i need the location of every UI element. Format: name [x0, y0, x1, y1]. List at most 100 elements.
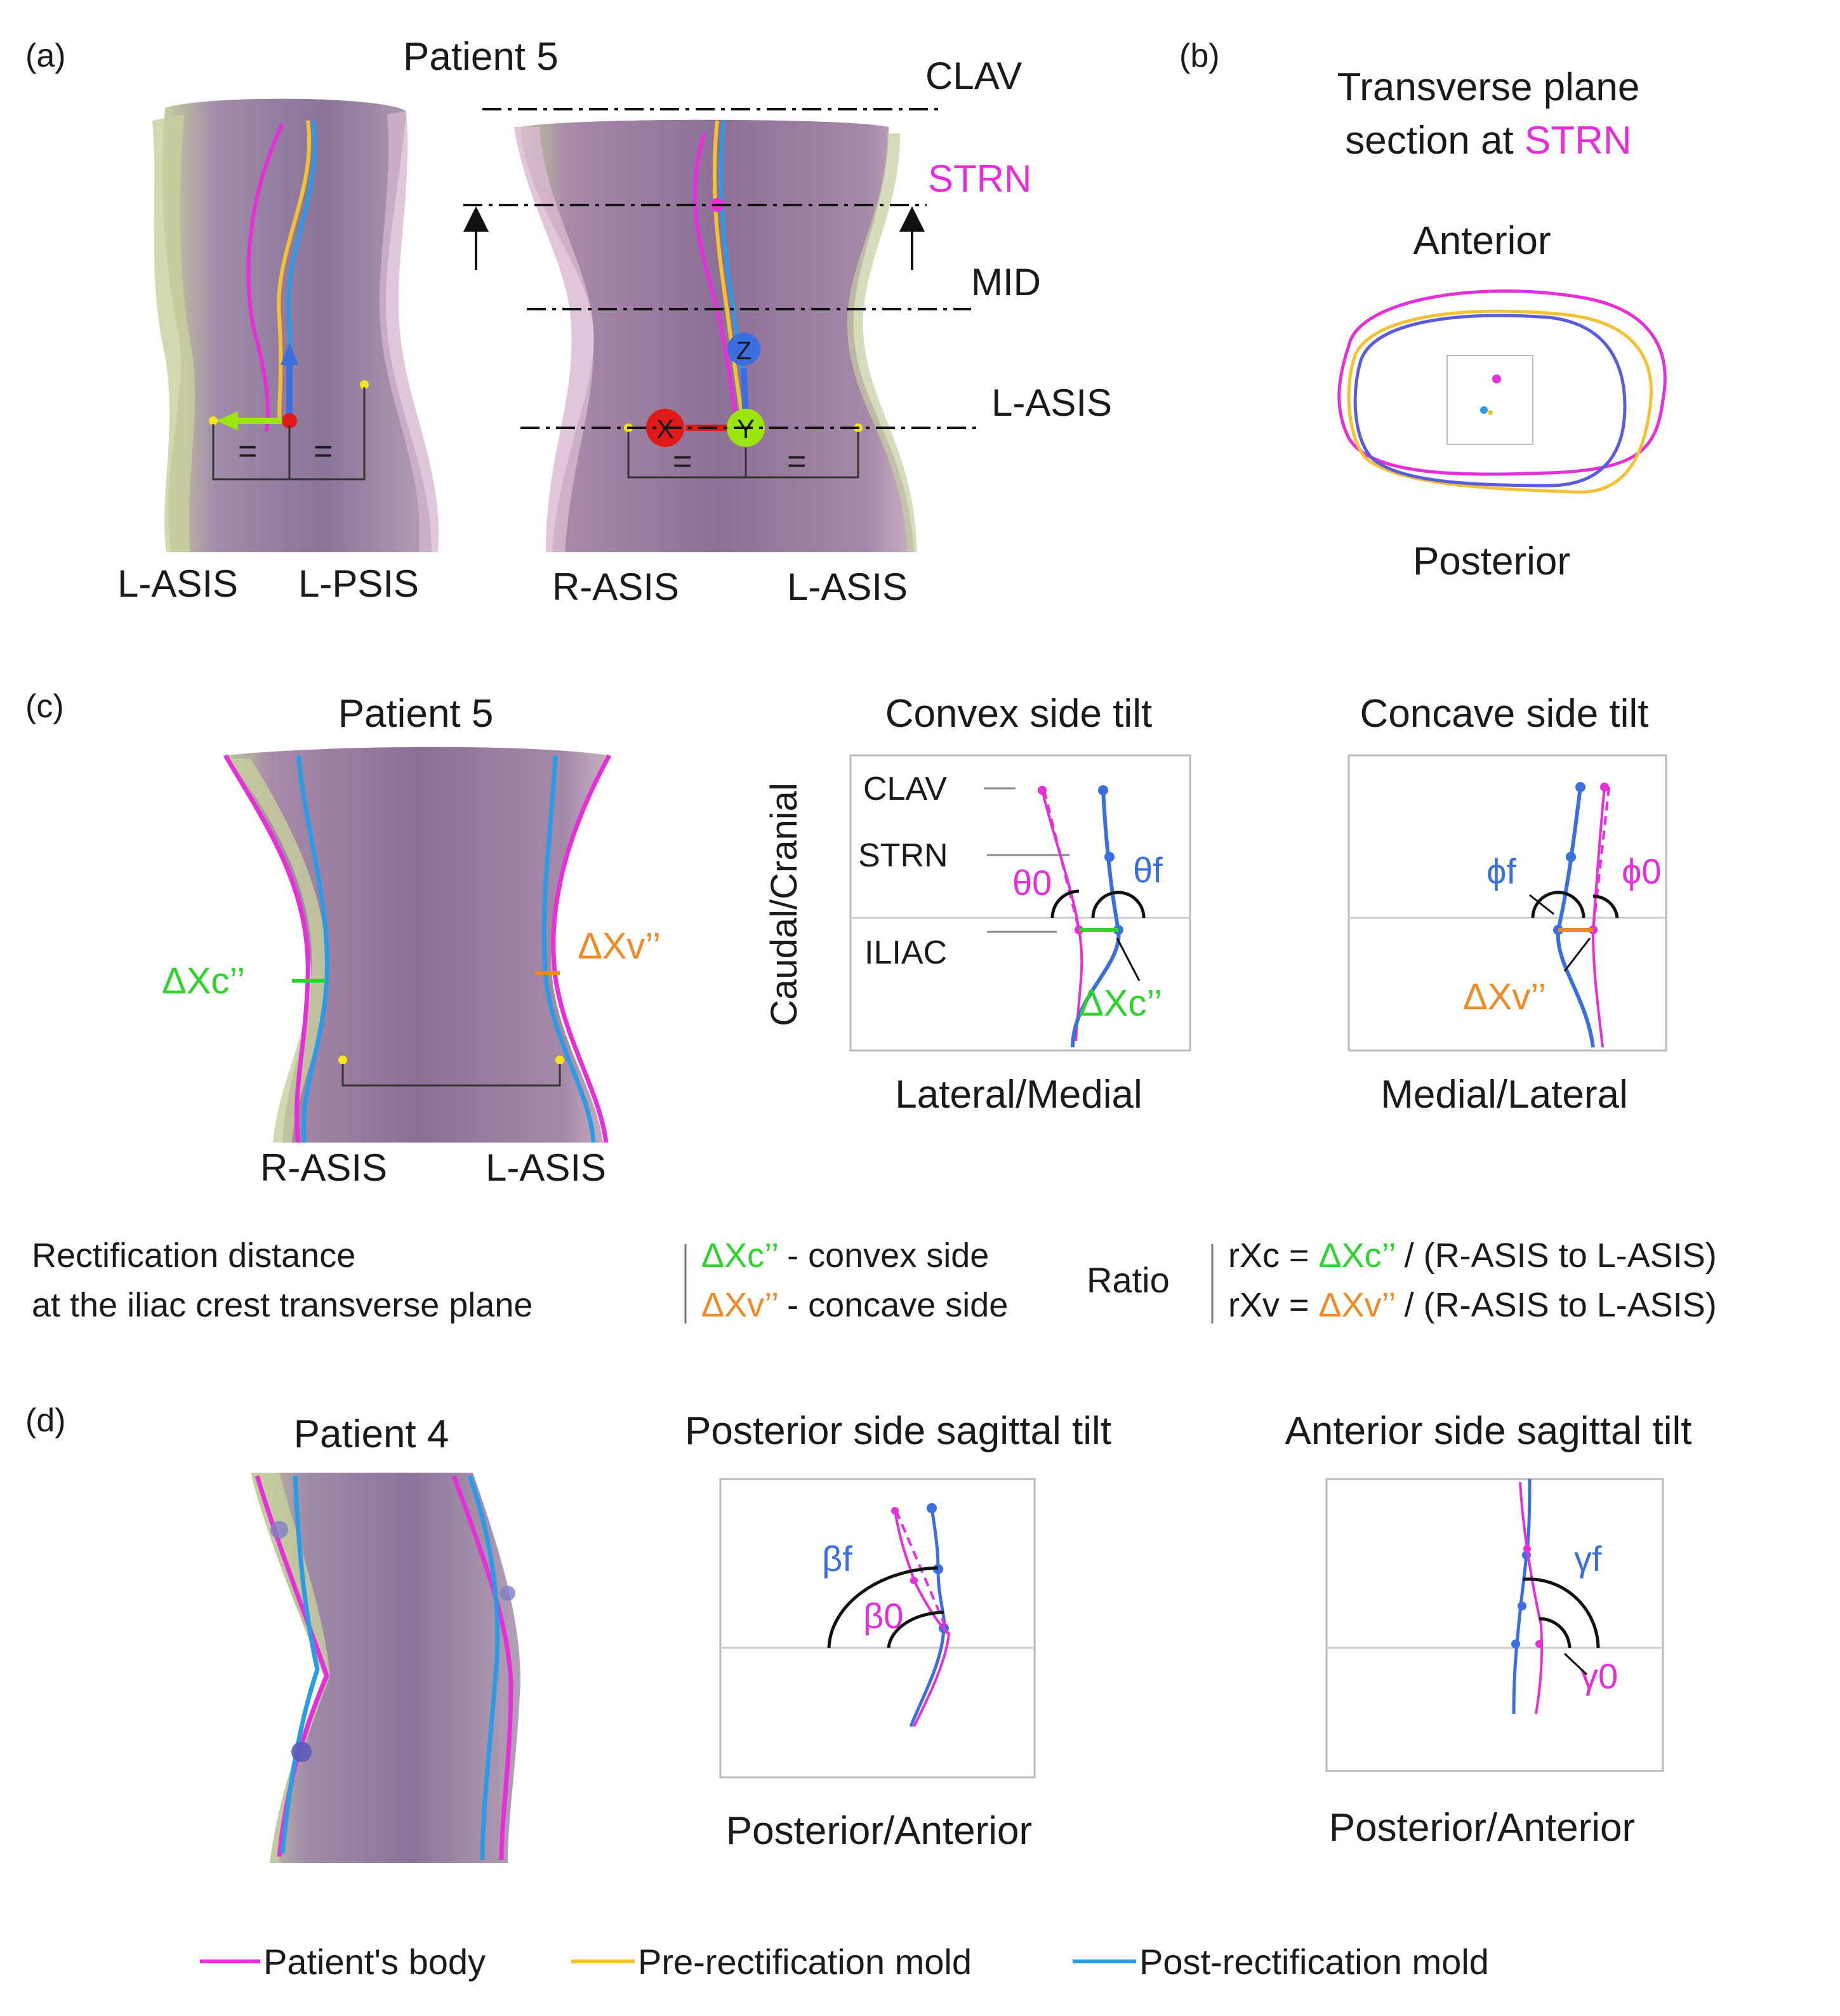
panel-b-tag: (b) [1179, 37, 1220, 74]
d-body-right [451, 1475, 513, 1860]
c-post-left [296, 755, 329, 1143]
panel-d-tag: (d) [25, 1402, 66, 1439]
legend-label-pre: Pre-rectification mold [638, 1942, 972, 1982]
panel-c-title: Patient 5 [338, 692, 494, 736]
concave-phi0-arc [1592, 894, 1619, 918]
posterior-title: Posterior side sagittal tilt [685, 1409, 1111, 1453]
c-landmark-rasis [338, 1056, 347, 1064]
c-label-dxc: ΔXc’’ [162, 960, 245, 1002]
torso-front-view: Z X Y = = [514, 119, 917, 552]
posterior-body-curve [894, 1510, 951, 1727]
legend-label-post: Post-rectification mold [1139, 1942, 1489, 1982]
c-label-lasis: L-ASIS [486, 1146, 606, 1189]
convex-body-curve [1041, 790, 1083, 1042]
panel-a-tag: (a) [25, 37, 66, 74]
front-eq-right: = [787, 443, 806, 480]
c-label-rasis: R-ASIS [260, 1146, 387, 1189]
anterior-frame [1325, 1478, 1664, 1772]
concave-frame [1347, 754, 1667, 1052]
side-eq-left: = [238, 433, 257, 470]
legend-label-body: Patient's body [263, 1942, 486, 1982]
posterior-betaf-arc [827, 1566, 939, 1648]
convex-theta0-arc [1050, 889, 1080, 918]
anterior-body-curve [1519, 1482, 1544, 1714]
front-z-label: Z [736, 337, 751, 365]
c-label-dxv: ΔXv’’ [578, 925, 661, 967]
side-label-lasis: L-ASIS [117, 562, 238, 605]
convex-ylabel: Caudal/Cranial [764, 783, 805, 1026]
figure-legend: Patient's body Pre-rectification mold Po… [200, 1942, 1489, 1982]
convex-title: Convex side tilt [885, 692, 1152, 736]
panel-c-tag: (c) [25, 688, 64, 725]
level-label-clav: CLAV [925, 55, 1022, 97]
panel-a: (a) Patient 5 = = L-ASIS L-PSIS [25, 35, 1112, 608]
concave-body-dashed [1592, 786, 1610, 931]
anterior-xlabel: Posterior/Anterior [1329, 1806, 1635, 1850]
section-body-outline [1337, 289, 1667, 476]
concave-tilt-chart: Concave side tilt ϕf ϕ0 ΔXv’’ Medial/Lat… [1347, 692, 1667, 1117]
side-body-curve [246, 123, 284, 432]
convex-thetaf: θf [1133, 850, 1163, 890]
section-center-box [1446, 355, 1533, 445]
front-pre-mold-curve [712, 120, 745, 420]
convex-frame [849, 754, 1191, 1052]
concave-phif-arc [1531, 891, 1585, 918]
section-pre-center [1488, 410, 1493, 415]
panel-a-title: Patient 5 [403, 35, 559, 79]
level-lines [463, 108, 977, 429]
side-landmark-lasis [209, 416, 218, 425]
torso-c-front [223, 746, 612, 1143]
front-label-rasis: R-ASIS [552, 566, 679, 608]
panel-b: (b) Transverse plane section at STRN Ant… [1179, 37, 1667, 583]
ratio-label: Ratio [1087, 1260, 1170, 1300]
rect-line1: Rectification distance [32, 1237, 355, 1275]
ratio-rxc: rXc = ΔXc’’ / (R-ASIS to L-ASIS) [1228, 1237, 1717, 1275]
convex-dxc: ΔXc’’ [1079, 983, 1162, 1024]
panel-c: (c) Patient 5 ΔXc’’ ΔXv’’ R-ASIS L-ASIS … [25, 688, 1717, 1324]
convex-thetaf-arc [1091, 891, 1146, 918]
side-eq-right: = [314, 433, 333, 470]
ratio-rxv: rXv = ΔXv’’ / (R-ASIS to L-ASIS) [1228, 1286, 1717, 1324]
level-label-strn: STRN [928, 157, 1031, 200]
side-measure-bracket [212, 387, 366, 481]
c-post-right [541, 755, 596, 1143]
panel-d: (d) Patient 4 Posterior side sagittal ti… [25, 1402, 1691, 1863]
posterior-betaf: βf [822, 1539, 852, 1579]
front-z-marker [727, 333, 760, 366]
posterior-tilt-chart: Posterior side sagittal tilt βf β0 Poste… [685, 1409, 1111, 1853]
torso-d-side [251, 1473, 520, 1863]
section-mold-center [1480, 406, 1488, 414]
front-label-lasis: L-ASIS [787, 566, 908, 608]
posterior-xlabel: Posterior/Anterior [726, 1809, 1032, 1853]
side-pre-mold-curve [277, 120, 312, 420]
d-post-left [280, 1475, 320, 1854]
section-pre-mold-outline [1347, 309, 1653, 494]
c-body-left [223, 754, 310, 1143]
side-label-lpsis: L-PSIS [298, 562, 419, 605]
panel-d-title: Patient 4 [294, 1412, 449, 1456]
panel-b-anterior: Anterior [1413, 219, 1551, 263]
posterior-body-dashed [895, 1510, 950, 1635]
anterior-gamma0-arc [1539, 1617, 1572, 1648]
concave-xlabel: Medial/Lateral [1380, 1073, 1627, 1117]
front-measure-bracket [627, 432, 859, 479]
anterior-tilt-chart: Anterior side sagittal tilt γf γ0 Poster… [1285, 1409, 1692, 1850]
anterior-gamma0: γ0 [1580, 1656, 1618, 1696]
concave-title: Concave side tilt [1360, 692, 1649, 736]
section-body-center [1492, 375, 1501, 383]
convex-level-clav: CLAV [863, 771, 947, 807]
concave-phif: ϕf [1486, 851, 1516, 891]
rect-concave: ΔXv’’ - concave side [701, 1286, 1008, 1324]
d-post-right [467, 1475, 500, 1860]
rect-convex: ΔXc’’ - convex side [701, 1237, 989, 1275]
c-measure-bracket [341, 1064, 561, 1087]
convex-theta0: θ0 [1012, 863, 1052, 903]
posterior-beta0-arc [887, 1610, 944, 1648]
convex-level-strn: STRN [858, 837, 948, 874]
torso-side-view: = = [152, 98, 439, 552]
c-landmark-lasis [555, 1056, 564, 1064]
side-landmark-lpsis [360, 380, 369, 389]
anterior-post-curve [1512, 1478, 1532, 1714]
anterior-gammaf-arc [1523, 1577, 1600, 1648]
